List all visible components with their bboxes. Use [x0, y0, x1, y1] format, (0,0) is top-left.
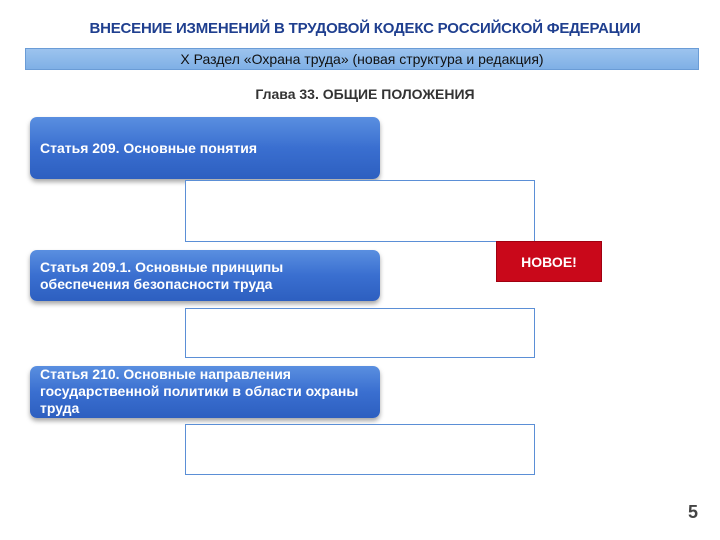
- new-badge: НОВОЕ!: [496, 241, 602, 282]
- slide-title: ВНЕСЕНИЕ ИЗМЕНЕНИЙ В ТРУДОВОЙ КОДЕКС РОС…: [89, 20, 641, 37]
- article-209-1-block: Статья 209.1. Основные принципы обеспече…: [30, 250, 380, 301]
- article-label: Статья 209. Основные понятия: [40, 139, 258, 156]
- article-209-block: Статья 209. Основные понятия: [30, 117, 380, 179]
- section-banner: X Раздел «Охрана труда» (новая структура…: [25, 48, 699, 70]
- page-number: 5: [687, 502, 698, 522]
- article-label: Статья 210. Основные направления государ…: [40, 365, 359, 416]
- article-210-content-box: [185, 424, 535, 475]
- article-209-1-content-box: [185, 308, 535, 358]
- article-label: Статья 209.1. Основные принципы обеспече…: [40, 258, 284, 292]
- article-209-content-box: [185, 180, 535, 242]
- chapter-heading: Глава 33. ОБЩИЕ ПОЛОЖЕНИЯ: [255, 86, 475, 102]
- article-210-block: Статья 210. Основные направления государ…: [30, 366, 380, 418]
